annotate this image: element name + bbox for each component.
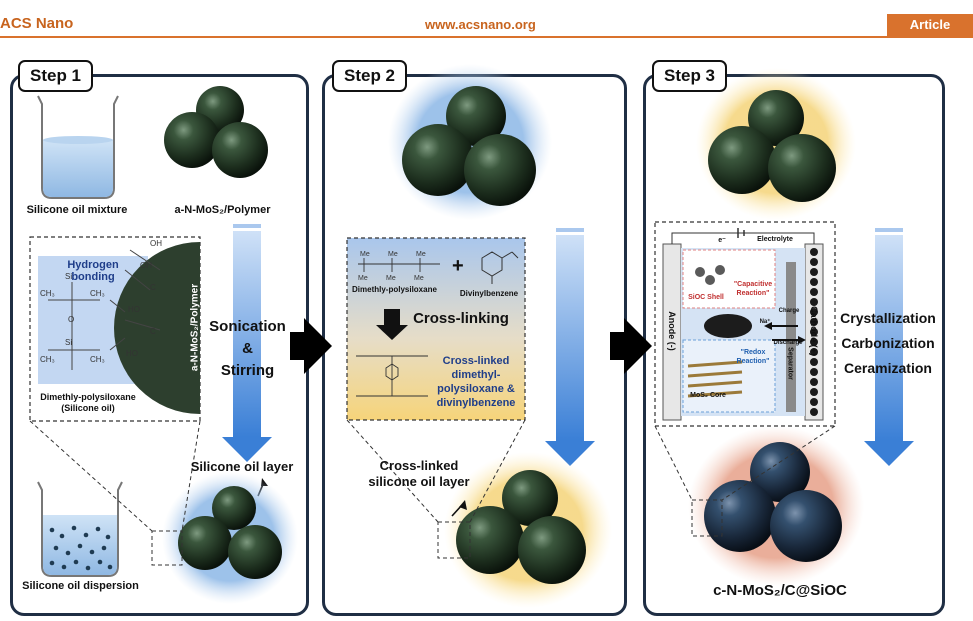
electrolyte-label: Electrolyte	[757, 236, 793, 243]
step2-process-arrow	[545, 228, 595, 466]
reactant1-label: Dimethly-polysiloxane	[352, 285, 437, 294]
step2-label: Step 2	[332, 60, 408, 92]
svg-text:OH: OH	[140, 261, 152, 270]
svg-text:+: +	[452, 255, 464, 277]
polymer-sector-label: a-N-MoS₂/Polymer	[189, 283, 201, 372]
crosslink-arrow-icon	[384, 309, 400, 325]
crosslinked-layer-label: Cross-linked silicone oil layer	[368, 458, 470, 489]
svg-text:HO: HO	[126, 349, 138, 358]
battery-schematic	[662, 228, 824, 421]
product-label: Cross-linked dimethyl- polysiloxane & di…	[436, 355, 516, 409]
svg-text:CH₃: CH₃	[90, 355, 105, 364]
inset-caption: Dimethly-polysiloxane (Silicone oil)	[40, 392, 136, 413]
svg-text:Me: Me	[358, 275, 368, 282]
electron-label: e⁻	[718, 237, 726, 244]
svg-text:Me: Me	[416, 251, 426, 258]
step1-label: Step 1	[18, 60, 94, 92]
discharge-label: Discharge	[773, 340, 803, 346]
mos2-core-label: MoS₂ Core	[690, 392, 726, 399]
reactant2-label: Divinylbenzene	[459, 289, 519, 298]
step2-particle-cluster-bottom	[444, 452, 612, 608]
svg-text:Me: Me	[414, 275, 424, 282]
silicone-oil-layer-label: Silicone oil layer	[190, 459, 294, 474]
reaction-box	[346, 237, 526, 421]
crosslinking-label: Cross-linking	[413, 310, 509, 327]
step1-process-arrow	[222, 224, 272, 462]
arrow-step1-to-step2	[290, 318, 332, 374]
step3-label: Step 3	[652, 60, 728, 92]
divinylbenzene-structure-icon	[481, 251, 519, 284]
svg-text:Me: Me	[386, 275, 396, 282]
article-badge: Article	[887, 14, 973, 36]
beaker-silicone-oil-dispersion	[37, 481, 123, 577]
svg-text:CH₃: CH₃	[40, 355, 55, 364]
svg-text:CH₃: CH₃	[40, 289, 55, 298]
journal-url[interactable]: www.acsnano.org	[425, 17, 536, 32]
svg-text:Me: Me	[388, 251, 398, 258]
final-particle-cluster	[688, 426, 864, 586]
arrow-step2-to-step3	[610, 318, 652, 374]
cathode-label: Cathode (+)	[809, 306, 819, 356]
step3-process-text: Crystallization Carbonization Ceramizati…	[840, 310, 936, 376]
svg-text:Si: Si	[65, 338, 72, 347]
svg-text:C: C	[150, 283, 156, 292]
siloxane-chain-icon	[48, 249, 161, 370]
beaker-silicone-oil-mixture	[37, 95, 119, 199]
step3-particle-cluster-top	[696, 68, 856, 220]
beaker-bottom-label: Silicone oil dispersion	[22, 580, 139, 592]
svg-text:CH₃: CH₃	[90, 289, 105, 298]
sodium-ion-label: Na⁺	[759, 319, 771, 325]
sonication-stirring-text: Sonication & Stirring	[209, 318, 286, 379]
svg-text:C: C	[150, 327, 156, 336]
journal-name: ACS Nano	[0, 15, 74, 32]
hydrogen-bonding-label: Hydrogen bonding	[67, 259, 119, 283]
sioc-shell-label: SiOC Shell	[688, 294, 724, 301]
charge-label: Charge	[778, 308, 800, 314]
redox-reaction-label: "Redox Reaction"	[736, 349, 770, 365]
capacitive-reaction-label: "Capacitive Reaction"	[733, 281, 773, 297]
polymer-sector	[114, 242, 200, 414]
particle-cluster-oil-layer	[162, 472, 298, 604]
step3-process-arrow	[864, 228, 914, 466]
header-rule	[0, 36, 973, 38]
svg-text:OH: OH	[150, 239, 162, 248]
beaker-top-label: Silicone oil mixture	[26, 204, 128, 216]
svg-text:Me: Me	[360, 251, 370, 258]
particle-top-label: a-N-MoS₂/Polymer	[174, 204, 271, 216]
particle-cluster-top	[164, 86, 268, 178]
anode-label: Anode (-)	[667, 311, 677, 351]
step2-particle-cluster-top	[388, 64, 552, 220]
svg-text:Si: Si	[65, 272, 72, 281]
final-product-label: c-N-MoS₂/C@SiOC	[713, 582, 847, 599]
svg-text:O: O	[68, 315, 74, 324]
svg-text:HO: HO	[128, 305, 140, 314]
